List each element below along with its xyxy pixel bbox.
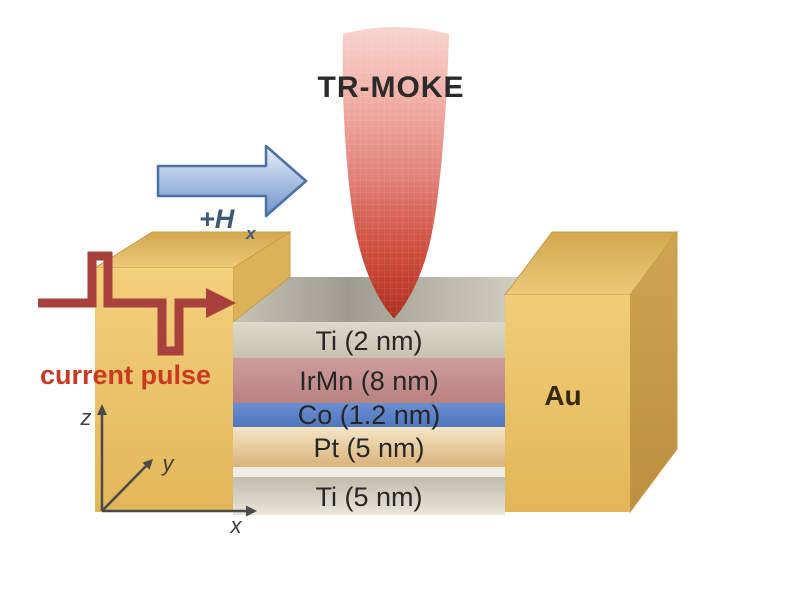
laser-beam-texture [342,27,449,318]
layer-label-irmn: IrMn (8 nm) [299,366,439,396]
layer-irmn [233,358,505,403]
z-axis-label: z [80,405,92,430]
current-pulse-waveform-icon [38,251,208,356]
layer-ti-cap [233,322,505,358]
x-axis-label: x [230,513,243,538]
layer-label-co: Co (1.2 nm) [298,400,441,430]
y-axis-label: y [161,451,176,476]
layer-label-ti-cap: Ti (2 nm) [316,326,423,356]
field-label-subscript: x [245,224,257,243]
z-axis-arrowhead-icon [97,404,107,415]
probe-label: TR-MOKE [318,71,465,104]
y-axis-arrowhead-icon [142,459,153,470]
field-label: +H [199,204,235,234]
layer-label-ti-seed: Ti (5 nm) [316,482,423,512]
layer-co [233,403,505,427]
current-pulse-label: current pulse [40,360,211,390]
hx-field-arrow-icon [156,144,308,218]
x-axis-arrowhead-icon [246,505,257,517]
right-electrode-front-face [505,295,630,512]
current-pulse-arrowhead-icon [206,288,236,318]
layer-label-pt: Pt (5 nm) [313,433,424,463]
electrode-label: Au [544,380,581,411]
y-axis [101,465,147,512]
layer-seed-top-edge [233,467,505,477]
layer-pt [233,427,505,467]
layer-ti-seed [233,477,505,515]
